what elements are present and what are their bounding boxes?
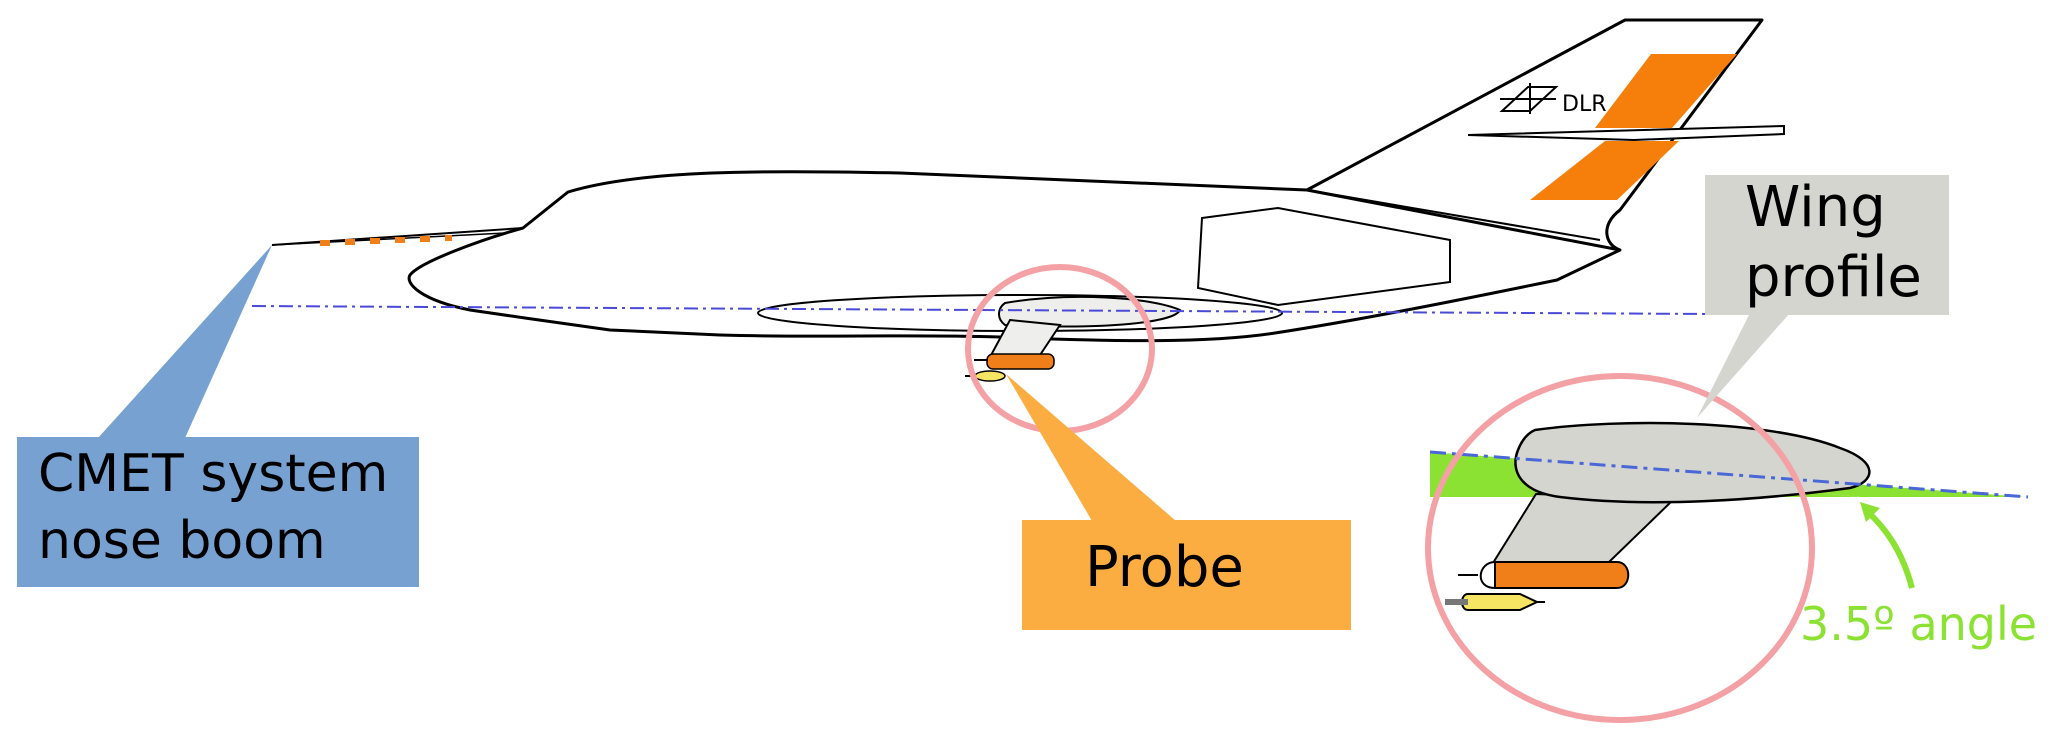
nose-boom-callout-pointer	[98, 245, 272, 438]
nose-boom-markings	[320, 235, 452, 246]
chord-line	[1429, 450, 2029, 499]
nose-boom-callout: CMET system nose boom	[17, 245, 419, 587]
nose-boom-callout-line-1: CMET system	[38, 444, 388, 504]
wing-callout-line-1: Wing	[1745, 175, 1886, 240]
probe-body-small	[986, 353, 1055, 370]
nose-boom-callout-box	[17, 437, 419, 587]
probe-callout-label: Probe	[1085, 535, 1244, 600]
sensor-large	[1461, 593, 1540, 611]
engine-nacelle	[1196, 206, 1451, 307]
sensor-small	[974, 370, 1006, 382]
nose-boom-line-lower	[271, 232, 506, 246]
wing-highlight-circle	[1425, 373, 1815, 723]
wing-profile-callout: Wing profile	[1697, 175, 1949, 418]
tail-stripe-lower	[1530, 141, 1679, 200]
probe-callout: Probe	[1006, 374, 1351, 630]
pylon-strut-large	[1491, 492, 1676, 564]
probe-callout-pointer	[1006, 374, 1176, 521]
angle-label: 3.5º angle	[1800, 597, 2037, 651]
tail-stripe-upper	[1595, 54, 1737, 128]
nose-boom-callout-line-2: nose boom	[38, 511, 326, 571]
aircraft: DLR	[271, 18, 1785, 382]
horizontal-stabilizer	[1467, 124, 1785, 142]
wing-profile-detail	[1425, 373, 2029, 723]
angle-arrow-shaft	[1865, 509, 1915, 589]
dlr-logo-text: DLR	[1562, 92, 1606, 117]
wing-callout-pointer-base	[1697, 313, 1790, 418]
angle-indicator: 3.5º angle	[1800, 502, 2037, 651]
probe-nose-large	[1479, 560, 1496, 590]
wing-callout-line-2: profile	[1745, 245, 1922, 310]
probe-body-large	[1494, 561, 1630, 589]
angle-arrow-head	[1860, 502, 1880, 522]
dlr-logo-icon	[1499, 83, 1559, 114]
probe-callout-box	[1022, 520, 1351, 630]
wing-seam-line	[1306, 189, 1601, 241]
wing-callout-box	[1705, 175, 1949, 315]
